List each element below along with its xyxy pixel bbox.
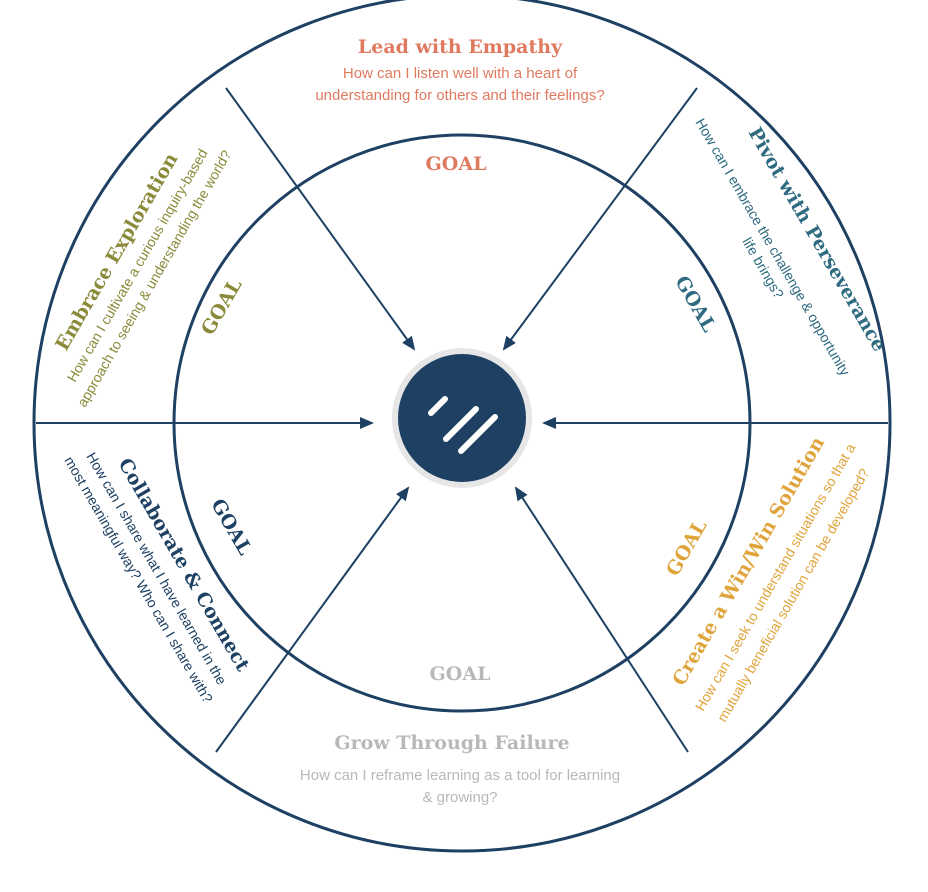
segment-goal-label: GOAL [206,495,255,559]
segment-question-line-1: How can I listen well with a heart of [343,65,578,82]
divider-arrow-bottom-left [215,486,410,753]
divider-arrow-bottom-right [514,486,689,753]
divider-arrow-top-right [502,87,698,351]
segment-grow-through-failure: GOAL Grow Through Failure How can I refr… [300,663,620,806]
outer-ring [32,0,892,853]
segment-collaborate-connect: Collaborate & Connect How can I share wh… [61,450,256,706]
segment-title: Grow Through Failure [334,732,569,754]
segment-question-line-2: understanding for others and their feeli… [315,87,604,104]
segment-embrace-exploration: Embrace Exploration How can I cultivate … [51,146,246,409]
center-logo [392,348,532,488]
segment-question-line-1: How can I cultivate a curious inquiry-ba… [64,146,211,384]
segment-goal-label: GOAL [197,275,246,339]
segment-goal-label: GOAL [662,516,711,580]
segment-lead-with-empathy: Lead with Empathy How can I listen well … [315,36,604,175]
segment-goal-label: GOAL [426,153,487,175]
segment-question-line-1: How can I seek to understand situations … [692,440,859,713]
divider-arrow-top-left [225,87,416,351]
segment-title: Lead with Empathy [358,36,563,58]
segment-question-line-1: How can I share what I have learned in t… [83,450,230,688]
stripes-logo-icon [428,396,498,454]
segment-question-line-2: & growing? [422,789,497,806]
segment-create-win-win-solution: Create a Win/Win Solution How can I seek… [662,433,872,725]
segment-question-line-1: How can I reframe learning as a tool for… [300,767,620,784]
segment-pivot-with-perseverance: Pivot with Perseverance How can I embrac… [670,116,890,379]
segment-goal-label: GOAL [430,663,491,685]
